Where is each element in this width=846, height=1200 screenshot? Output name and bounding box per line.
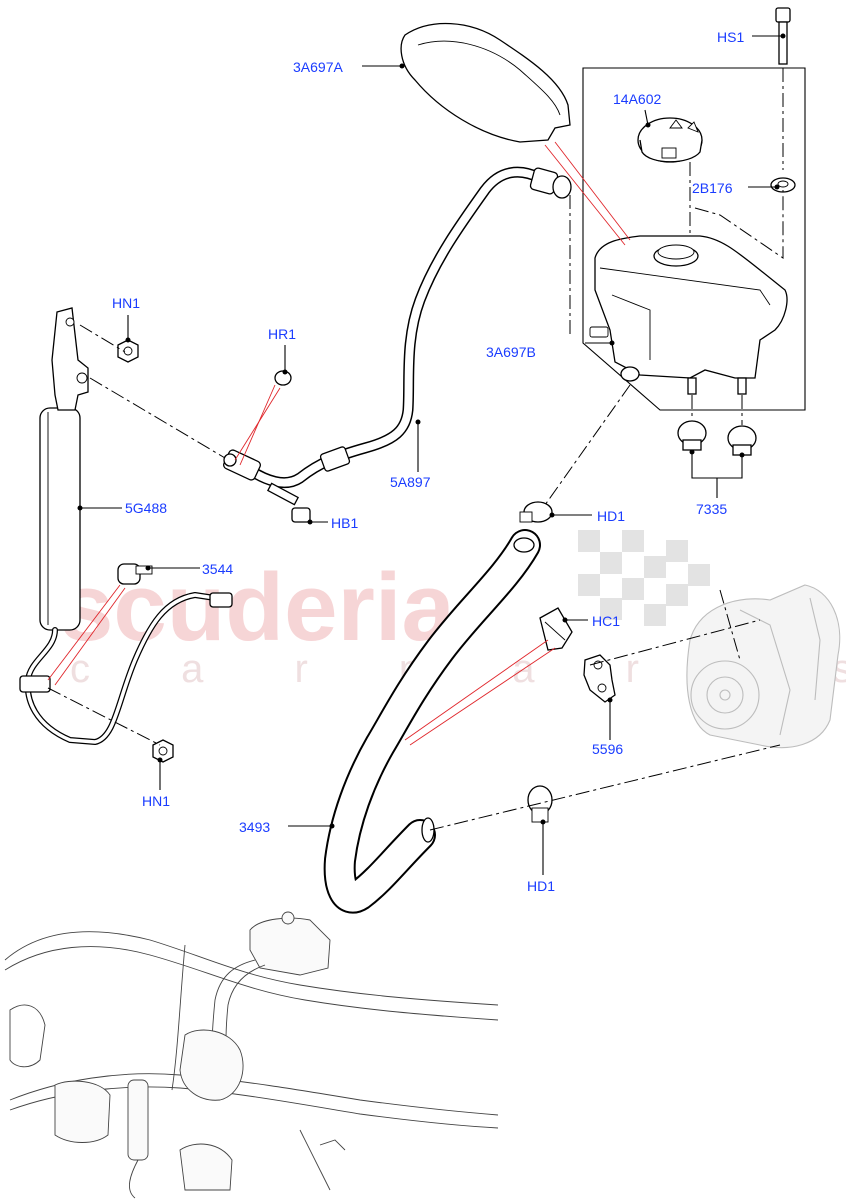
part-3A697B-reservoir[interactable] xyxy=(589,235,788,395)
red-leader-lines xyxy=(47,141,631,746)
label-5A897[interactable]: 5A897 xyxy=(390,474,431,490)
part-HC1-clip[interactable] xyxy=(539,607,573,651)
label-5G488[interactable]: 5G488 xyxy=(125,500,167,516)
pump-ghost-illustration xyxy=(686,584,841,749)
label-HN1-upper[interactable]: HN1 xyxy=(112,295,140,311)
part-labels: HS1 3A697A 14A602 2B176 HN1 HR1 3A697B 5… xyxy=(112,29,744,894)
label-3A697A[interactable]: 3A697A xyxy=(293,59,343,75)
label-14A602[interactable]: 14A602 xyxy=(613,91,661,107)
label-leaders xyxy=(77,33,786,875)
label-HD1-lower[interactable]: HD1 xyxy=(527,878,555,894)
label-HR1[interactable]: HR1 xyxy=(268,326,296,342)
part-3A697A-cover[interactable] xyxy=(400,22,571,143)
label-HB1[interactable]: HB1 xyxy=(331,515,358,531)
part-5596-bracket[interactable] xyxy=(583,654,616,703)
part-5G488-cooler[interactable] xyxy=(19,307,233,745)
part-14A602-cap[interactable] xyxy=(637,117,703,163)
label-HD1-upper[interactable]: HD1 xyxy=(597,508,625,524)
part-HS1-bolt[interactable] xyxy=(775,7,791,65)
label-HN1-lower[interactable]: HN1 xyxy=(142,793,170,809)
part-HD1-upper-clamp[interactable] xyxy=(519,501,553,523)
alignment-lines xyxy=(47,68,784,831)
part-5A897-hose[interactable] xyxy=(222,166,572,488)
part-3493-hose[interactable] xyxy=(323,529,541,914)
part-HD1-lower-clamp[interactable] xyxy=(527,785,553,823)
label-3A697B[interactable]: 3A697B xyxy=(486,344,536,360)
part-7335-sensors[interactable] xyxy=(677,420,757,456)
part-HN1-upper-nut[interactable] xyxy=(117,339,139,363)
location-overview-illustration xyxy=(4,911,499,1199)
label-7335[interactable]: 7335 xyxy=(696,501,727,517)
part-2B176-grommet[interactable] xyxy=(770,177,796,193)
label-HS1[interactable]: HS1 xyxy=(717,29,744,45)
label-3493[interactable]: 3493 xyxy=(239,819,270,835)
label-5596[interactable]: 5596 xyxy=(592,741,623,757)
part-3544-clip[interactable] xyxy=(117,563,153,585)
label-2B176[interactable]: 2B176 xyxy=(692,180,733,196)
checkered-flag-icon xyxy=(578,530,710,626)
part-HN1-lower-nut[interactable] xyxy=(152,739,174,763)
part-HB1-bolt[interactable] xyxy=(266,482,311,523)
reservoir-group-box xyxy=(582,67,806,411)
label-HC1[interactable]: HC1 xyxy=(592,613,620,629)
label-3544[interactable]: 3544 xyxy=(202,561,233,577)
